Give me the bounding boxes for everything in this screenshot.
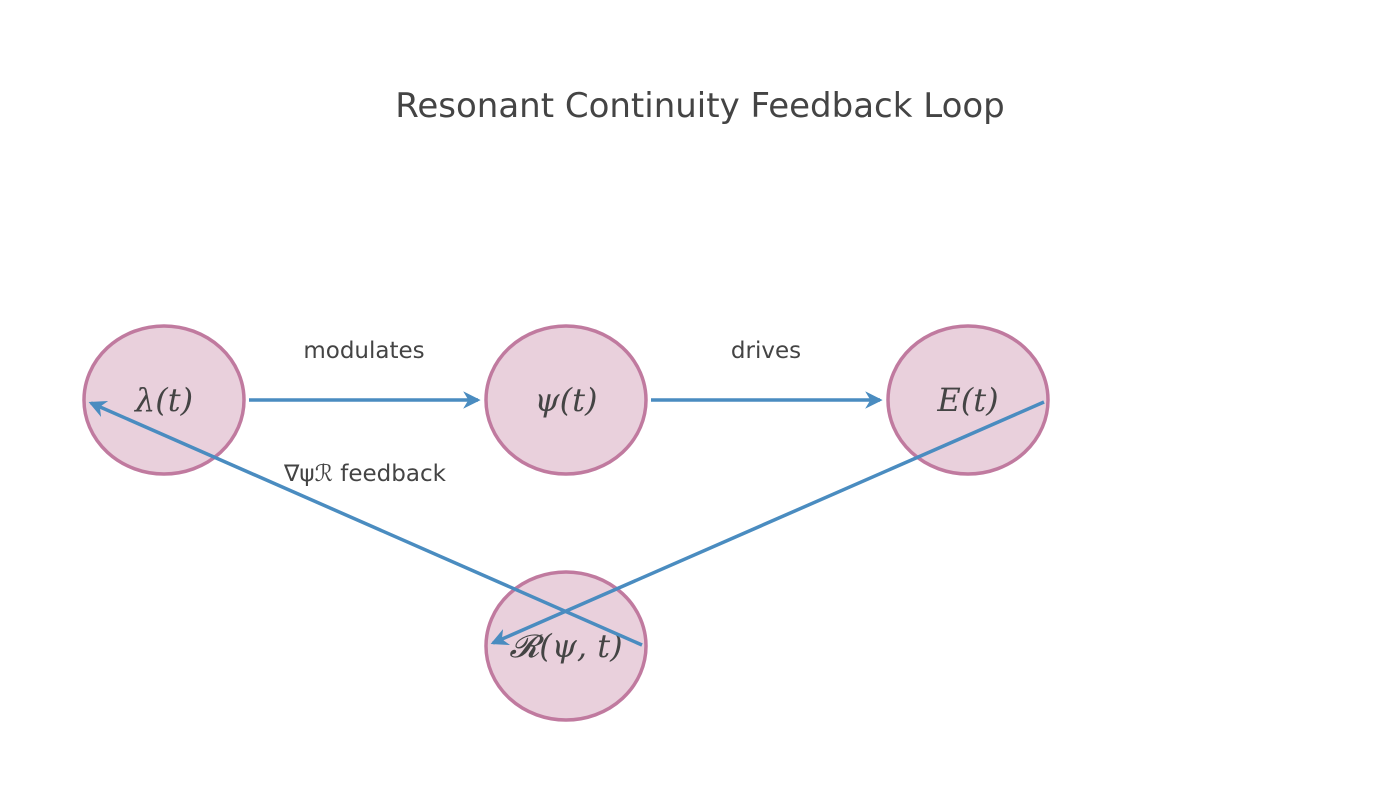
edge-resonance-to-lambda bbox=[88, 400, 643, 647]
node-energy-label: E(t) bbox=[936, 381, 998, 419]
edge-energy-to-resonance bbox=[490, 400, 1045, 646]
node-lambda-shape bbox=[82, 324, 246, 476]
node-lambda: λ(t) bbox=[82, 324, 246, 476]
edge-label-drives: drives bbox=[731, 338, 801, 364]
node-psi-shape bbox=[484, 324, 648, 476]
edge-label-modulates: modulates bbox=[303, 338, 424, 364]
node-resonance-label: 𝓡(ψ, t) bbox=[509, 627, 622, 665]
node-lambda-label: λ(t) bbox=[133, 381, 193, 419]
node-energy: E(t) bbox=[886, 324, 1050, 476]
node-psi-label: ψ(t) bbox=[535, 381, 598, 419]
node-resonance: 𝓡(ψ, t) bbox=[484, 570, 648, 722]
node-energy-shape bbox=[886, 324, 1050, 476]
node-resonance-shape bbox=[484, 570, 648, 722]
node-psi: ψ(t) bbox=[484, 324, 648, 476]
diagram-title: Resonant Continuity Feedback Loop bbox=[395, 86, 1005, 126]
edge-label-feedback: ∇ψℛ feedback bbox=[283, 461, 447, 487]
